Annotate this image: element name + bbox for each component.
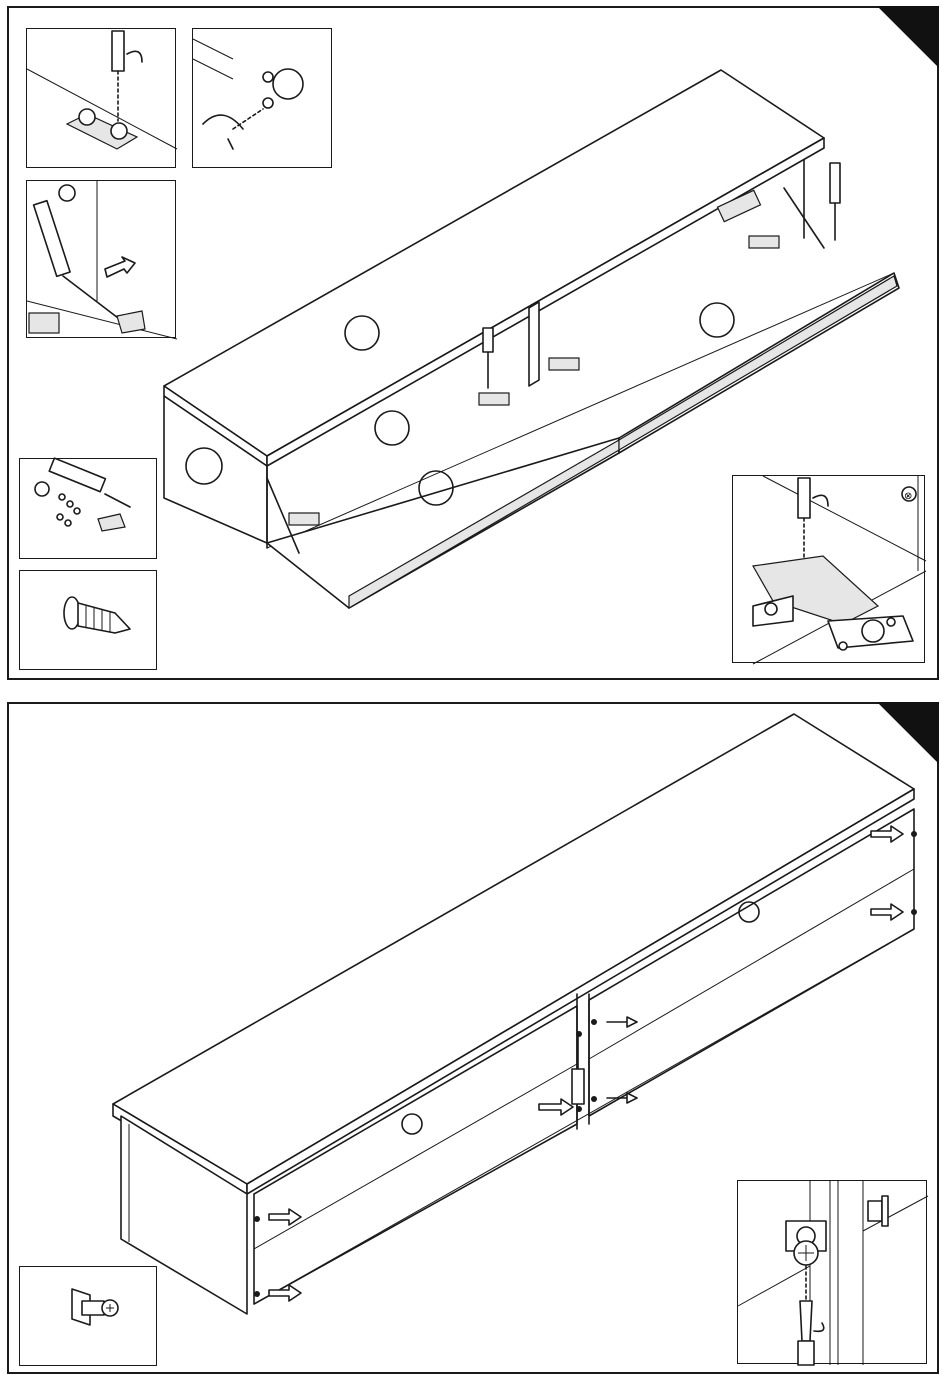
step-panel-bottom [7,702,939,1374]
cross-mark-icon: ⊗ [904,491,912,502]
inset-screwing-hinge-plate [26,28,176,168]
inset-mounting-strut-bracket [192,28,332,168]
inset-hardware-kit [19,458,157,559]
inset-screw-into-panel [737,1180,927,1364]
inset-wood-screw [19,570,157,670]
step-panel-top: ⊗ [7,6,939,680]
inset-gas-strut-attach [26,180,176,338]
inset-cam-screw [19,1266,157,1366]
inset-hinge-adjustment: ⊗ [732,475,925,663]
